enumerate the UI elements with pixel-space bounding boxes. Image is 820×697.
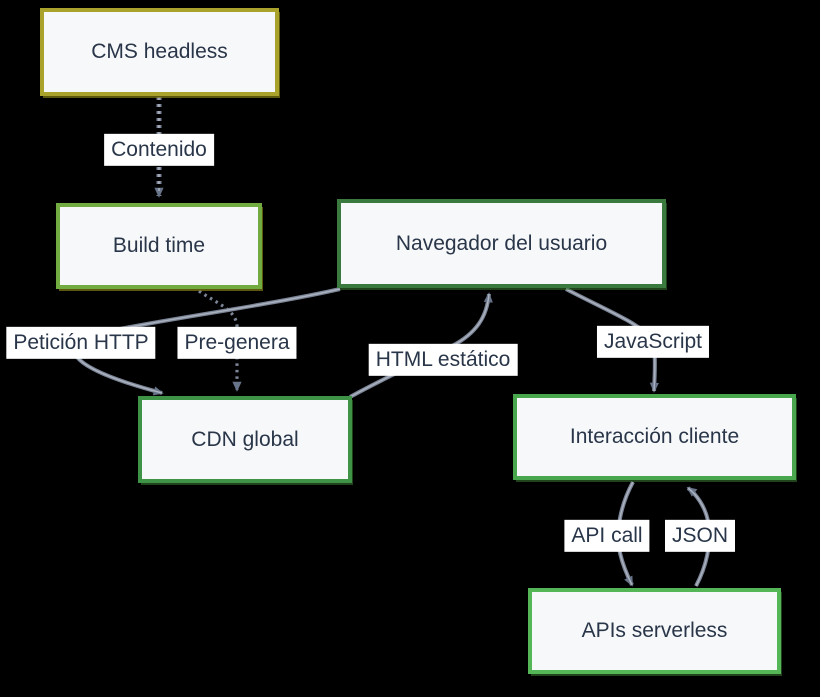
- node-navegador-del-usuario: Navegador del usuario: [337, 199, 666, 288]
- edge-label-javascript: JavaScript: [596, 325, 710, 359]
- edge-api-call-sheen: [617, 481, 634, 586]
- edge-label-pre-genera: Pre-genera: [177, 326, 297, 360]
- edge-label-contenido: Contenido: [104, 133, 214, 167]
- node-cdn-global: CDN global: [138, 396, 352, 483]
- edge-label-api-call: API call: [564, 519, 650, 553]
- edge-label-html-estatico: HTML estático: [368, 343, 518, 377]
- node-interaccion-cliente: Interacción cliente: [513, 394, 796, 480]
- node-label: Interacción cliente: [569, 425, 740, 448]
- node-label: Navegador del usuario: [395, 231, 608, 255]
- node-label: APIs serverless: [581, 619, 728, 642]
- node-label: CMS headless: [91, 40, 228, 63]
- node-label: Build time: [112, 234, 206, 257]
- edge-label-peticion-http: Petición HTTP: [6, 326, 156, 360]
- node-label: CDN global: [191, 427, 299, 451]
- node-apis-serverless: APIs serverless: [528, 588, 781, 674]
- node-cms-headless: CMS headless: [40, 8, 279, 96]
- edge-label-json: JSON: [664, 519, 736, 553]
- node-build-time: Build time: [56, 203, 262, 289]
